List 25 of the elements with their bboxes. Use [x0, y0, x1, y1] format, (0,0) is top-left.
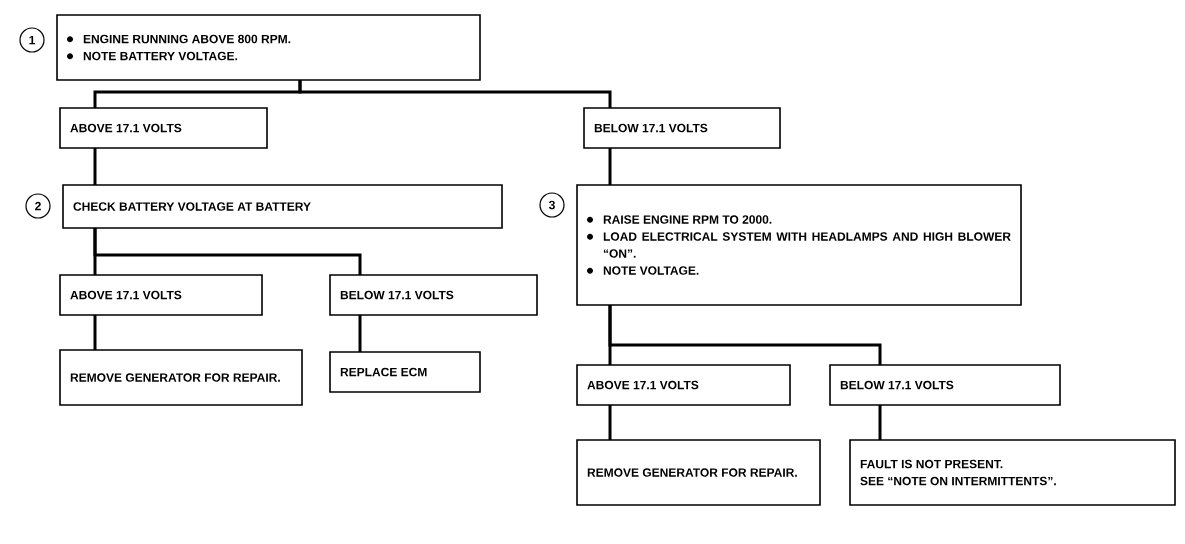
step-number: 1: [19, 27, 45, 53]
result-box: REMOVE GENERATOR FOR REPAIR.: [59, 349, 303, 406]
connector: [93, 315, 97, 350]
result-box: ABOVE 17.1 VOLTS: [59, 274, 263, 316]
connector: [608, 405, 612, 440]
step-box: CHECK BATTERY VOLTAGE AT BATTERY: [62, 184, 503, 229]
result-box: FAULT IS NOT PRESENT. SEE “NOTE ON INTERMITTENTS”.: [849, 439, 1176, 506]
step-number: 3: [539, 192, 565, 218]
step-box: RAISE ENGINE RPM TO 2000. LOAD ELECTRICAL SYSTEM WITH HEADLAMPS AND HIGH BLOWER “ON”. NOTE VOLTAGE.: [576, 184, 1022, 306]
step-box: ENGINE RUNNING ABOVE 800 RPM. NOTE BATTERY VOLTAGE.: [56, 14, 481, 81]
result-box: ABOVE 17.1 VOLTS: [576, 364, 791, 406]
connector: [608, 148, 612, 185]
result-box: REMOVE GENERATOR FOR REPAIR.: [576, 439, 821, 506]
result-box: ABOVE 17.1 VOLTS: [59, 107, 268, 149]
connector: [358, 315, 362, 352]
result-box: BELOW 17.1 VOLTS: [829, 364, 1061, 406]
connector: [298, 80, 612, 108]
step-number: 2: [25, 193, 51, 219]
result-box: BELOW 17.1 VOLTS: [329, 274, 538, 316]
connector: [93, 148, 97, 185]
result-box: REPLACE ECM: [329, 351, 481, 393]
connector: [878, 405, 882, 440]
connector: [608, 305, 882, 365]
result-box: BELOW 17.1 VOLTS: [583, 107, 781, 149]
connector: [93, 228, 362, 275]
